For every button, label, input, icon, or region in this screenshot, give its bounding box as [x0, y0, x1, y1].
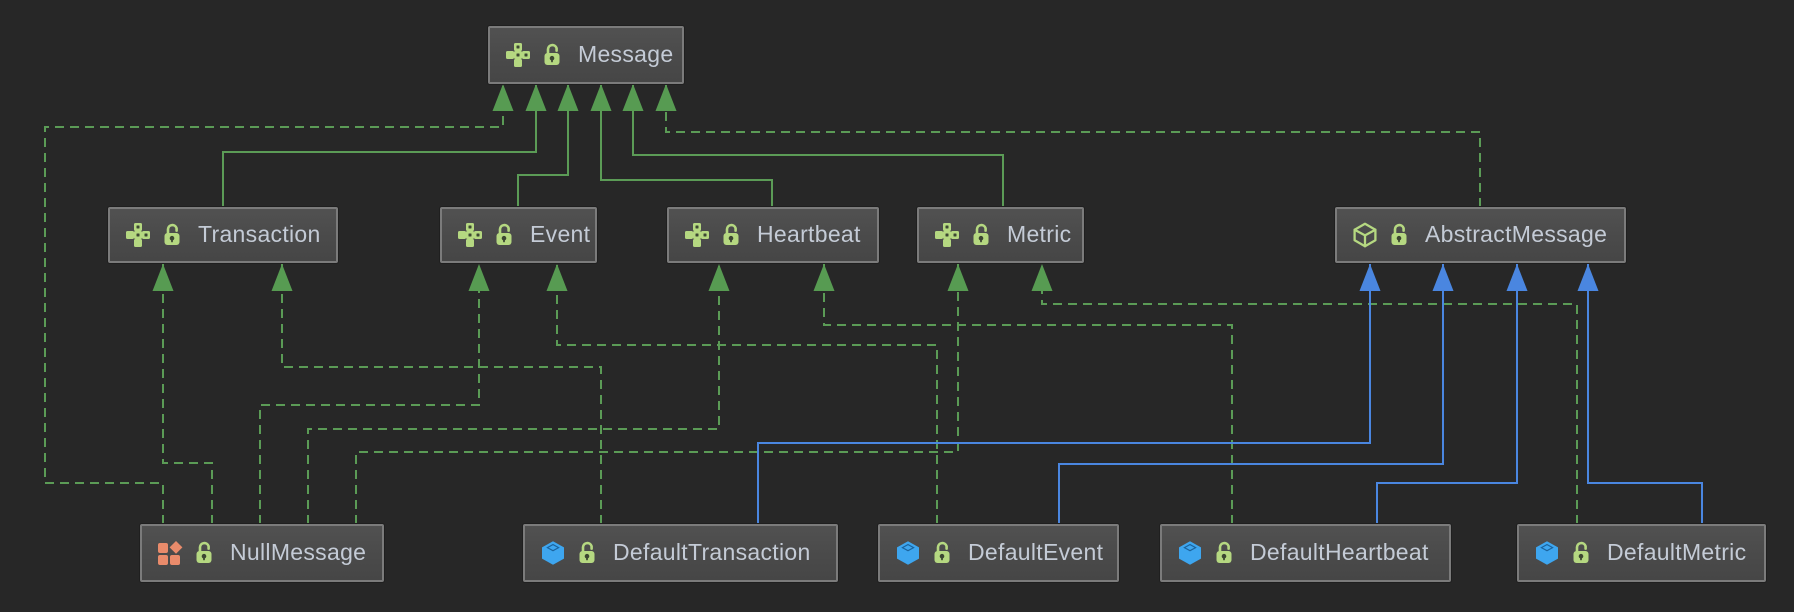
abstract-class-icon — [1352, 222, 1378, 248]
class-node-abstractmessage[interactable]: AbstractMessage — [1335, 207, 1626, 263]
edge-metric-to-message — [632, 84, 1004, 207]
edge-nullmessage-to-message — [44, 84, 504, 524]
arrowhead-nullmessage-to-transaction — [152, 264, 174, 291]
arrowhead-heartbeat-to-message — [590, 84, 612, 111]
edge-nullmessage-to-transaction — [162, 264, 213, 524]
lock-open-icon — [1387, 222, 1413, 248]
class-node-label: Event — [530, 220, 591, 247]
arrowhead-defaulttransaction-to-abstractmessage — [1359, 264, 1381, 291]
edge-defaultmetric-to-abstractmessage — [1587, 264, 1703, 524]
arrowhead-defaulttransaction-to-transaction — [271, 264, 293, 291]
class-node-message[interactable]: Message — [488, 26, 684, 84]
arrowhead-defaultevent-to-event — [546, 264, 568, 291]
class-node-label: Message — [578, 40, 674, 67]
arrowhead-abstractmessage-to-message — [655, 84, 677, 111]
class-node-label: DefaultHeartbeat — [1250, 538, 1429, 565]
interface-icon — [684, 222, 710, 248]
class-node-event[interactable]: Event — [440, 207, 597, 263]
class-node-label: DefaultTransaction — [613, 538, 811, 565]
lock-open-icon — [575, 540, 601, 566]
class-icon — [1534, 540, 1560, 566]
class-icon — [540, 540, 566, 566]
class-node-transaction[interactable]: Transaction — [108, 207, 338, 263]
lock-open-icon — [1212, 540, 1238, 566]
lock-open-icon — [1569, 540, 1595, 566]
edge-defaulttransaction-to-abstractmessage — [757, 264, 1371, 524]
class-node-nullmessage[interactable]: NullMessage — [140, 524, 384, 582]
edge-nullmessage-to-metric — [355, 264, 959, 524]
class-node-label: DefaultEvent — [968, 538, 1104, 565]
arrowhead-defaultheartbeat-to-abstractmessage — [1506, 264, 1528, 291]
class-node-heartbeat[interactable]: Heartbeat — [667, 207, 879, 263]
lock-open-icon — [192, 540, 218, 566]
arrowhead-event-to-message — [557, 84, 579, 111]
class-icon — [895, 540, 921, 566]
arrowhead-defaultheartbeat-to-heartbeat — [813, 264, 835, 291]
null-class-icon — [157, 540, 183, 566]
class-node-label: NullMessage — [230, 538, 367, 565]
edge-defaultheartbeat-to-abstractmessage — [1376, 264, 1518, 524]
edge-defaultevent-to-event — [556, 264, 938, 524]
edge-event-to-message — [517, 84, 569, 207]
edge-abstractmessage-to-message — [665, 84, 1481, 207]
class-node-defaultheartbeat[interactable]: DefaultHeartbeat — [1160, 524, 1451, 582]
lock-open-icon — [719, 222, 745, 248]
arrowhead-nullmessage-to-metric — [947, 264, 969, 291]
class-node-defaultevent[interactable]: DefaultEvent — [878, 524, 1119, 582]
lock-open-icon — [930, 540, 956, 566]
arrowhead-defaultmetric-to-abstractmessage — [1577, 264, 1599, 291]
class-icon — [1177, 540, 1203, 566]
class-node-label: DefaultMetric — [1607, 538, 1747, 565]
edge-defaulttransaction-to-transaction — [281, 264, 602, 524]
class-node-label: Transaction — [198, 220, 321, 247]
class-node-label: Metric — [1007, 220, 1072, 247]
interface-icon — [457, 222, 483, 248]
edge-heartbeat-to-message — [600, 84, 773, 207]
class-node-defaulttransaction[interactable]: DefaultTransaction — [523, 524, 838, 582]
interface-icon — [934, 222, 960, 248]
edge-transaction-to-message — [222, 84, 537, 207]
arrowhead-metric-to-message — [622, 84, 644, 111]
edge-defaultmetric-to-metric — [1041, 264, 1578, 524]
interface-icon — [505, 42, 531, 68]
arrowhead-transaction-to-message — [525, 84, 547, 111]
class-node-label: Heartbeat — [757, 220, 861, 247]
arrowhead-nullmessage-to-heartbeat — [708, 264, 730, 291]
edge-nullmessage-to-event — [259, 264, 480, 524]
edge-defaultevent-to-abstractmessage — [1058, 264, 1444, 524]
interface-icon — [125, 222, 151, 248]
class-node-label: AbstractMessage — [1425, 220, 1608, 247]
arrowhead-nullmessage-to-message — [492, 84, 514, 111]
arrowhead-nullmessage-to-event — [468, 264, 490, 291]
lock-open-icon — [160, 222, 186, 248]
lock-open-icon — [492, 222, 518, 248]
edge-defaultheartbeat-to-heartbeat — [823, 264, 1233, 524]
class-node-metric[interactable]: Metric — [917, 207, 1084, 263]
arrowhead-defaultevent-to-abstractmessage — [1432, 264, 1454, 291]
edge-nullmessage-to-heartbeat — [307, 264, 720, 524]
lock-open-icon — [969, 222, 995, 248]
lock-open-icon — [540, 42, 566, 68]
class-node-defaultmetric[interactable]: DefaultMetric — [1517, 524, 1766, 582]
arrowhead-defaultmetric-to-metric — [1031, 264, 1053, 291]
